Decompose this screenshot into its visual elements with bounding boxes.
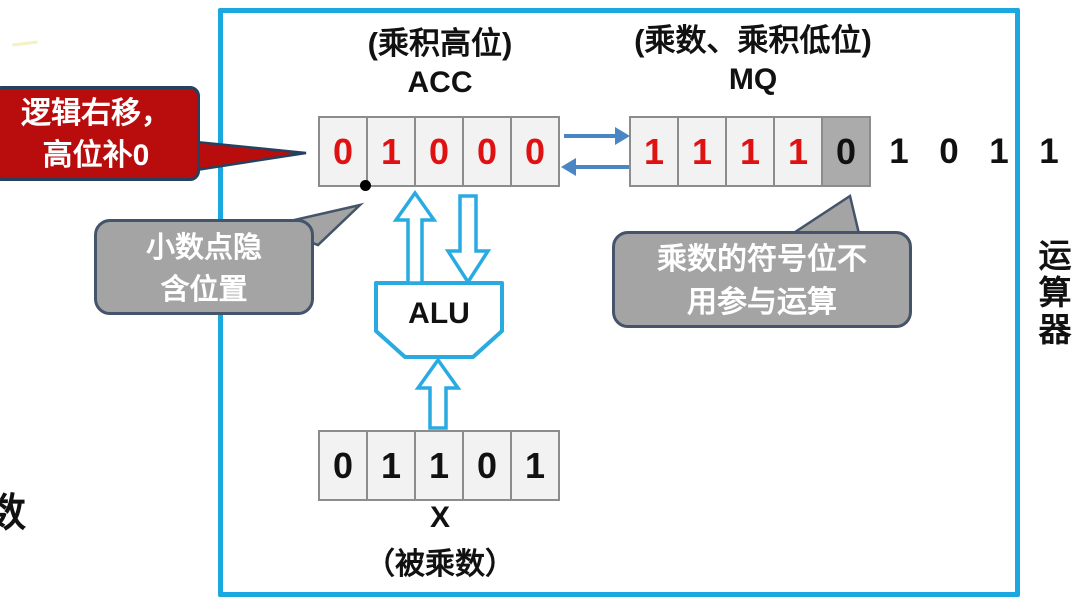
shifted-out-bits: 1 0 1 1 <box>874 126 1074 178</box>
sign-bit-callout: 乘数的符号位不 用参与运算 <box>612 231 912 328</box>
mq-bit-cell: 1 <box>629 116 679 187</box>
x-register: 0 1 1 0 1 <box>318 430 560 501</box>
x-bit-cell: 1 <box>366 430 416 501</box>
acc-bit-cell: 0 <box>462 116 512 187</box>
alu-label: ALU <box>408 297 470 330</box>
mq-name: MQ <box>728 63 778 96</box>
shift-callout-line1: 逻辑右移， <box>21 97 171 130</box>
acc-bit-cell: 0 <box>318 116 368 187</box>
decimal-point-dot <box>360 180 371 191</box>
shifted-bit: 1 <box>889 132 909 171</box>
mq-sign-bit-cell: 0 <box>821 116 871 187</box>
decimal-point-callout: 小数点隐 含位置 <box>94 219 314 315</box>
acc-name: ACC <box>407 66 473 99</box>
x-bit-cell: 1 <box>510 430 560 501</box>
shift-callout: 逻辑右移， 高位补0 <box>0 86 200 181</box>
mq-bit-cell: 1 <box>677 116 727 187</box>
mq-caption: (乘数、乘积低位) <box>634 23 872 58</box>
sign-callout-line2: 用参与运算 <box>687 286 837 319</box>
x-register-caption: （被乘数） <box>365 548 515 581</box>
acc-register: 0 1 0 0 0 <box>318 116 560 187</box>
acc-bit-cell: 1 <box>366 116 416 187</box>
mq-to-acc-link-line <box>575 165 629 169</box>
shifted-bit: 1 <box>1039 132 1059 171</box>
mq-register: 1 1 1 1 0 <box>629 116 871 187</box>
acc-to-mq-link-line <box>564 134 617 138</box>
x-bit-cell: 1 <box>414 430 464 501</box>
mq-bit-cell: 1 <box>725 116 775 187</box>
x-register-name: X <box>429 501 450 534</box>
mq-header: (乘数、乘积低位) MQ <box>600 21 906 99</box>
acc-header: (乘积高位) ACC <box>315 24 565 102</box>
clipped-left-text: 数 <box>0 491 26 535</box>
shifted-bit: 0 <box>939 132 959 171</box>
stray-annotation-mark <box>11 40 39 47</box>
decimal-callout-line2: 含位置 <box>160 274 248 306</box>
mq-bit-cell: 1 <box>773 116 823 187</box>
acc-bit-cell: 0 <box>510 116 560 187</box>
acc-caption: (乘积高位) <box>367 26 513 61</box>
acc-to-mq-arrowhead-icon <box>615 127 630 145</box>
arithmetic-unit-label: 运算器 <box>1034 238 1071 349</box>
x-bit-cell: 0 <box>318 430 368 501</box>
acc-bit-cell: 0 <box>414 116 464 187</box>
sign-callout-line1: 乘数的符号位不 <box>657 243 867 276</box>
decimal-callout-line1: 小数点隐 <box>145 232 262 264</box>
shifted-bit: 1 <box>989 132 1009 171</box>
mq-to-acc-arrowhead-icon <box>561 158 576 176</box>
x-bit-cell: 0 <box>462 430 512 501</box>
shift-callout-line2: 高位补0 <box>42 139 150 172</box>
